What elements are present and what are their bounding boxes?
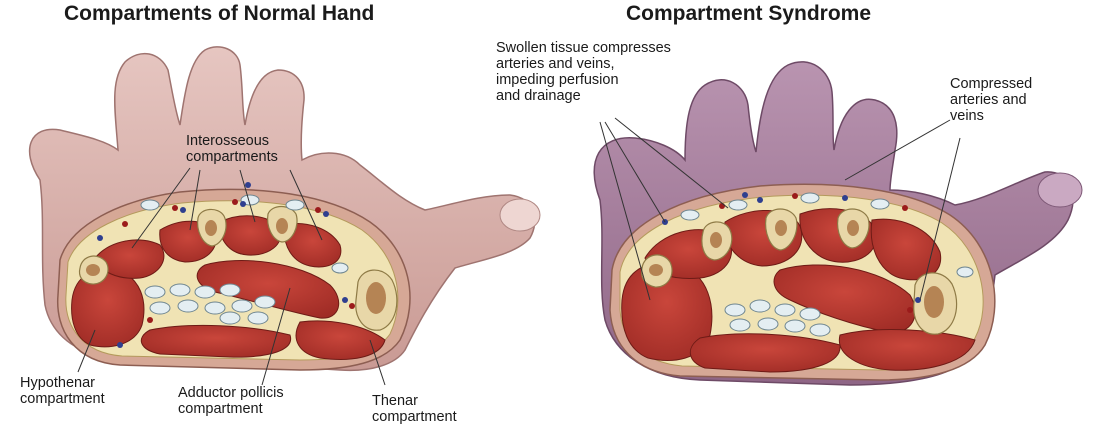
label-adductor-pollicis: Adductor pollicis compartment: [178, 385, 284, 417]
label-compressed-vessels: Compressed arteries and veins: [950, 76, 1033, 124]
syndrome-vessels: [662, 192, 921, 313]
normal-vessels: [97, 182, 355, 348]
label-hypothenar: Hypothenar compartment: [20, 375, 105, 407]
syndrome-tendons: [680, 192, 974, 337]
label-interosseous: Interosseous compartments: [186, 133, 278, 165]
normal-leader-lines: [77, 167, 386, 386]
normal-hand: [29, 46, 541, 386]
thumb-nail-swollen: [1037, 172, 1083, 208]
thumb-nail: [499, 198, 541, 232]
title-normal-hand: Compartments of Normal Hand: [64, 2, 375, 25]
normal-tendons: [140, 194, 349, 325]
title-compartment-syndrome: Compartment Syndrome: [626, 2, 872, 25]
label-swollen-tissue: Swollen tissue compresses arteries and v…: [496, 40, 671, 104]
label-thenar: Thenar compartment: [372, 393, 457, 425]
syndrome-leader-lines: [599, 117, 961, 301]
syndrome-hand: [593, 61, 1083, 386]
